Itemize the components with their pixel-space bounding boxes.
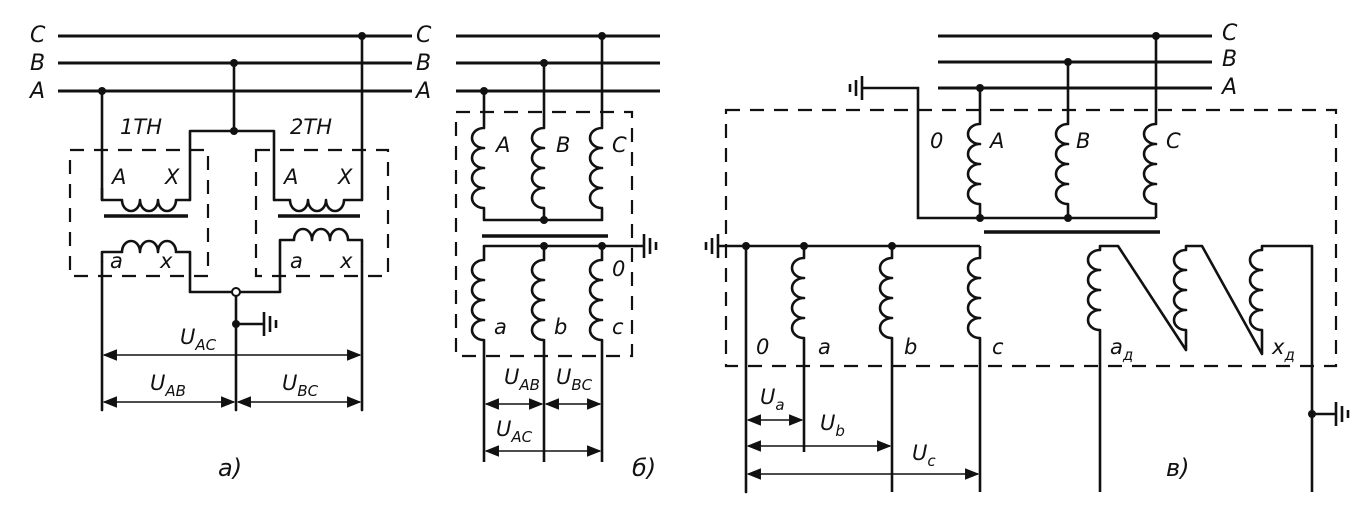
coil-c-secondary-a: [790, 246, 806, 452]
enclosure-2th: [254, 148, 390, 278]
label-c-prim-B: B: [1076, 129, 1090, 153]
label-b-sec-a: a: [494, 315, 507, 339]
label-b-sec-b: b: [554, 315, 567, 339]
transformer-2th-title: 2TH: [290, 115, 332, 139]
label-c-sec-0: 0: [756, 335, 769, 359]
label-u-ab: UAB: [150, 371, 186, 400]
label-c-u-a: Ua: [760, 385, 785, 414]
label-b-prim-B: B: [556, 133, 570, 157]
label-c-ad: aд: [1110, 335, 1133, 364]
label-c-prim-0: 0: [930, 129, 943, 153]
enclosure-five-limb: [724, 108, 1338, 368]
label-c-prim-C: C: [1166, 129, 1181, 153]
transformer-1th-title: 1TH: [120, 115, 162, 139]
bus-label-a-c: A: [1220, 75, 1237, 100]
node-c-prim-b: [1064, 214, 1072, 222]
label-c-u-c: Uc: [912, 441, 936, 470]
ground-icon: [848, 76, 1156, 220]
label-b-u-ab: UAB: [504, 365, 540, 394]
label-b-u-ac: UAC: [496, 417, 533, 446]
bus-label-c-right: C: [416, 23, 432, 48]
label-1th-a: a: [110, 249, 123, 273]
node-c-prim-a: [976, 214, 984, 222]
bus-label-a-right: A: [414, 79, 431, 104]
label-b-prim-A: A: [494, 133, 510, 157]
coil-c-primary-a: [966, 88, 982, 218]
label-1th-A: A: [110, 165, 126, 189]
figure-b-three-phase-transformer: A B C 0 a b c UAB UBC UAC б): [454, 32, 660, 482]
caption-a: а): [218, 454, 242, 482]
figure-a-two-single-phase-transformers: C B A C B A 1TH 2TH A X a x: [28, 23, 432, 482]
label-c-sec-b: b: [904, 335, 917, 359]
coil-c-primary-b: [1054, 62, 1070, 218]
label-2th-x: x: [339, 249, 353, 273]
bus-label-c: C: [30, 23, 46, 48]
label-c-sec-c: c: [992, 335, 1004, 359]
ground-icon: [704, 234, 980, 258]
coil-c-secondary-b: [878, 246, 894, 492]
bus-label-c-c: C: [1222, 21, 1238, 46]
ground-icon: [1312, 402, 1350, 426]
coil-b-primary-a: [470, 91, 544, 222]
coil-c-secondary-c: [966, 246, 982, 492]
label-b-neutral: 0: [612, 257, 625, 281]
coil-1th-primary: [100, 188, 190, 213]
bus-label-b: B: [30, 51, 45, 76]
label-c-prim-A: A: [988, 129, 1004, 153]
label-b-prim-C: C: [612, 133, 627, 157]
node-b-junction: [230, 127, 238, 135]
label-1th-X: X: [164, 165, 180, 189]
bus-label-b-c: B: [1222, 47, 1237, 72]
label-1th-x: x: [159, 249, 173, 273]
caption-c: в): [1166, 454, 1190, 482]
figure-c-five-limb-transformer: C B A 0 A B C 0 a b c: [704, 21, 1350, 494]
coil-2th-primary: [274, 198, 362, 213]
ground-icon: [236, 312, 278, 336]
bus-label-b-right: B: [416, 51, 431, 76]
label-c-xd: xд: [1271, 335, 1295, 364]
enclosure-1th: [68, 148, 210, 278]
coil-c-open-delta: [1086, 244, 1314, 492]
caption-b: б): [632, 454, 656, 482]
label-2th-X: X: [337, 165, 353, 189]
bus-label-a: A: [28, 79, 45, 104]
label-u-ac: UAC: [180, 325, 217, 354]
coil-2th-secondary: [278, 227, 364, 292]
label-c-sec-a: a: [818, 335, 831, 359]
coil-1th-secondary: [100, 239, 192, 292]
label-b-u-bc: UBC: [556, 365, 593, 394]
coil-b-primary-b: [530, 63, 546, 220]
coil-c-primary-c: [1142, 36, 1158, 218]
label-b-sec-c: c: [612, 315, 624, 339]
coil-b-secondary-c: [588, 246, 604, 462]
label-2th-A: A: [282, 165, 298, 189]
label-2th-a: a: [290, 249, 303, 273]
node-b-primary-star: [540, 216, 548, 224]
wire-b-to-1th-and-2th: [188, 129, 276, 202]
label-u-bc: UBC: [282, 371, 319, 400]
label-c-u-b: Ub: [820, 411, 845, 440]
coil-b-secondary-a: [470, 246, 486, 462]
coil-b-primary-c: [544, 36, 604, 222]
ground-icon: [636, 234, 658, 258]
coil-b-secondary-b: [530, 246, 546, 462]
